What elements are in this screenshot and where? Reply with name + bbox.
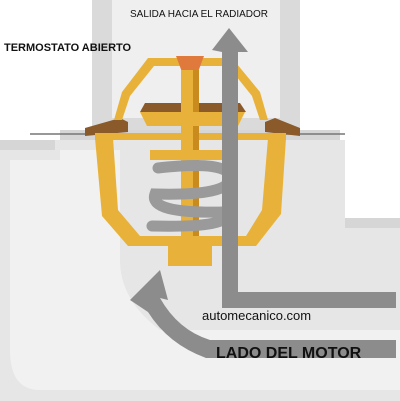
outflow-arrow bbox=[212, 28, 396, 308]
valve-tip bbox=[176, 56, 204, 72]
piston-cup bbox=[168, 236, 212, 266]
flow-arrows bbox=[130, 28, 396, 358]
flange-right bbox=[265, 118, 300, 136]
flange-left bbox=[85, 118, 128, 136]
spring-seat bbox=[150, 150, 238, 160]
credit-label: automecanico.com bbox=[202, 308, 312, 323]
engine-side-label: LADO DEL MOTOR bbox=[216, 345, 362, 362]
upper-disc bbox=[140, 112, 245, 126]
inflow-arrow bbox=[130, 270, 396, 358]
state-label: TERMOSTATO ABIERTO bbox=[4, 42, 132, 54]
outlet-label: SALIDA HACIA EL RADIADOR bbox=[130, 9, 269, 20]
